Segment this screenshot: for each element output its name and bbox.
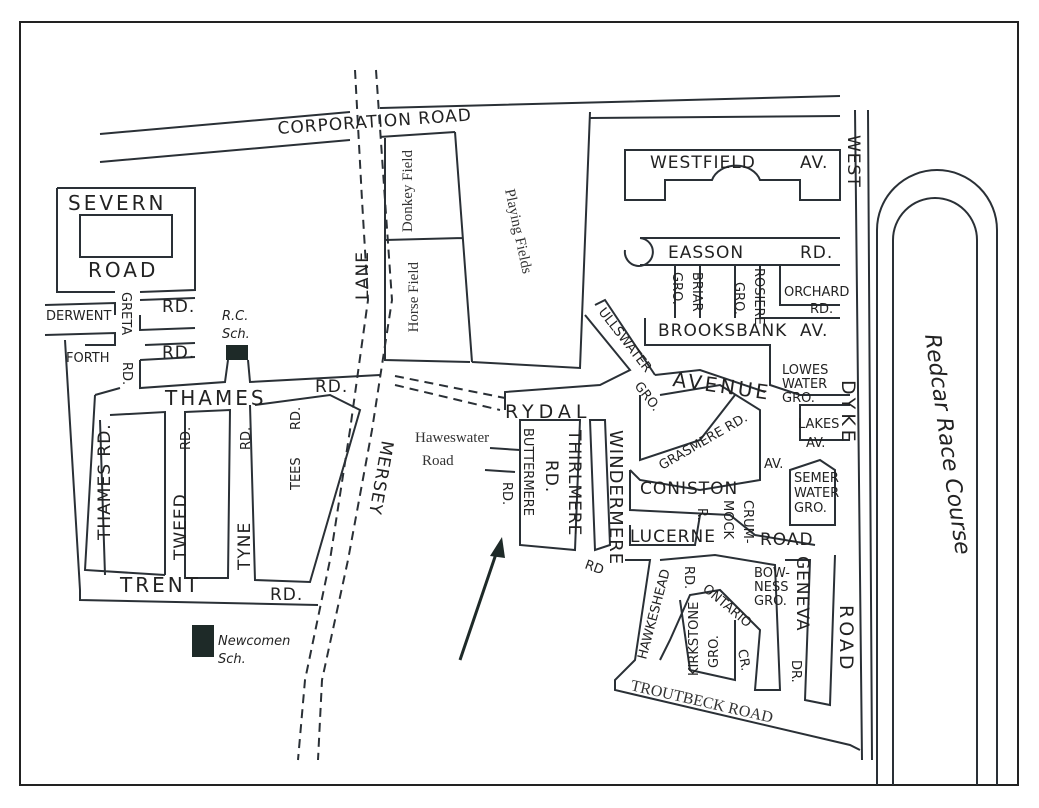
ontario-cr-label: CR. [734,648,753,672]
haweswater-road-label: Road [422,453,454,469]
geneva-label: GENEVA [792,556,812,632]
fields: Donkey Field Horse Field Playing Fields [384,111,591,370]
location-arrow [458,537,505,661]
thames-label: THAMES [164,386,267,410]
rc-school-marker [226,345,248,360]
geneva-road-label: ROAD [835,605,857,672]
west-estate: SEVERN ROAD DERWENT GRETA RD. FORTH RD. … [44,187,381,667]
mersey-lane: LANE MERSEY [297,69,397,761]
semerwater-label-2: WATER [794,486,839,501]
lakes-label: LAKES [798,417,839,432]
orchard-label: ORCHARD [784,285,849,300]
thames-rd-vertical-label: THAMES RD. [95,423,115,541]
troutbeck-road-label: TROUTBECK ROAD [629,677,774,726]
newcomen-school-label: Newcomen [218,634,290,649]
greta-rd-label: RD. [119,362,134,385]
footpath [394,375,506,411]
tweed-rd-label: RD. [179,427,194,450]
westfield-av-label: AV. [800,153,828,173]
trent-label: TRENT [119,573,201,597]
rosiere-label: ROSIERE [751,268,766,325]
coniston-label: CONISTON [640,479,738,499]
geneva-dr-label: DR. [788,660,803,683]
semerwater-gro-label: GRO. [794,501,827,516]
windermere-handwritten-note: RD [583,558,606,579]
buttermere-label: BUTTERMERE [520,428,535,516]
tyne-rd-label: RD. [239,427,254,450]
horse-field-label: Horse Field [406,262,422,333]
avenue-label: AVENUE [671,367,772,405]
buttermere-rd-label: RD. [499,482,514,505]
rydal-label: RYDAL [505,401,591,423]
orchard-rd-label: RD. [810,302,833,317]
derwent-label: DERWENT [46,309,112,324]
grasmere-label: GRASMERE RD. [657,411,751,474]
semerwater-label: SEMER [794,471,839,486]
severn-road-label: ROAD [88,258,158,282]
lucerne-label: LUCERNE [630,527,716,547]
easson-rd-label: RD. [800,243,833,263]
windermere-label: WINDERMERE [605,430,626,565]
easson-label: EASSON [668,243,744,263]
kirkstone-gro-label: GRO. [707,635,722,668]
newcomen-school-label-2: Sch. [218,652,246,667]
forth-rd-label: RD. [162,343,195,363]
briar-gro-label: GRO. [669,272,684,305]
greta-label: GRETA [118,292,133,335]
haweswater-road [484,447,521,473]
racecourse-label: Redcar Race Course [919,332,975,556]
thames-rd-label: RD. [315,377,348,397]
map-frame [19,21,1019,786]
bowness-label-2: NESS [754,580,788,595]
playing-fields-label: Playing Fields [501,188,535,276]
tweed-label: TWEED [171,493,191,561]
westfield-label: WESTFIELD [650,153,756,173]
thirlmere-label: THIRLMERE [564,429,584,536]
brooksbank-av-label: AV. [800,321,828,341]
west-label: WEST [843,135,863,188]
tees-rd-label: RD. [289,407,304,430]
loweswater-gro-label: GRO. [782,391,815,406]
brooksbank-label: BROOKSBANK [658,321,787,341]
forth-label: FORTH [66,351,110,366]
donkey-field-label: Donkey Field [400,150,416,233]
bowness-label: BOW- [754,566,790,581]
dyke-label: DYKE [837,380,859,446]
lucerne-road-label: ROAD [760,530,814,550]
thirlmere-rd-label: RD. [541,460,561,493]
crummock-label: CRUM- [740,500,755,544]
hawkeshead-rd-label: RD. [681,566,696,589]
bowness-gro-label: GRO. [754,594,787,609]
corporation-road-label: CORPORATION ROAD [277,105,473,139]
loweswater-label: LOWES [782,363,828,378]
crummock-label-2: MOCK [720,500,735,540]
lane-label: LANE [353,251,373,300]
coniston-av-label: AV. [764,457,783,472]
coniston-r-label: R. [694,508,709,521]
lakes-av-label: AV. [806,436,825,451]
tyne-label: TYNE [235,522,255,571]
briar-label: BRIAR [689,272,704,312]
newcomen-school-marker [192,625,214,657]
rc-school-label: R.C. [222,309,248,324]
ullswater-gro-label: GRO. [631,379,663,414]
east-estate: WESTFIELD AV. WEST DYKE EASSON RD. BRIAR… [415,109,873,761]
racecourse: Redcar Race Course [876,169,998,785]
kirkstone-label: KIRKSTONE [687,602,702,676]
haweswater-label: Haweswater [415,430,489,446]
derwent-rd-label: RD. [162,297,195,317]
trent-rd-label: RD. [270,585,303,605]
loweswater-label-2: WATER [782,377,827,392]
ontario-label: ONTARIO [699,582,754,631]
rc-school-label-2: Sch. [222,327,250,342]
severn-label: SEVERN [68,191,167,215]
tees-label: TEES [289,457,304,491]
rosiere-gro-label: GRO. [731,282,746,315]
